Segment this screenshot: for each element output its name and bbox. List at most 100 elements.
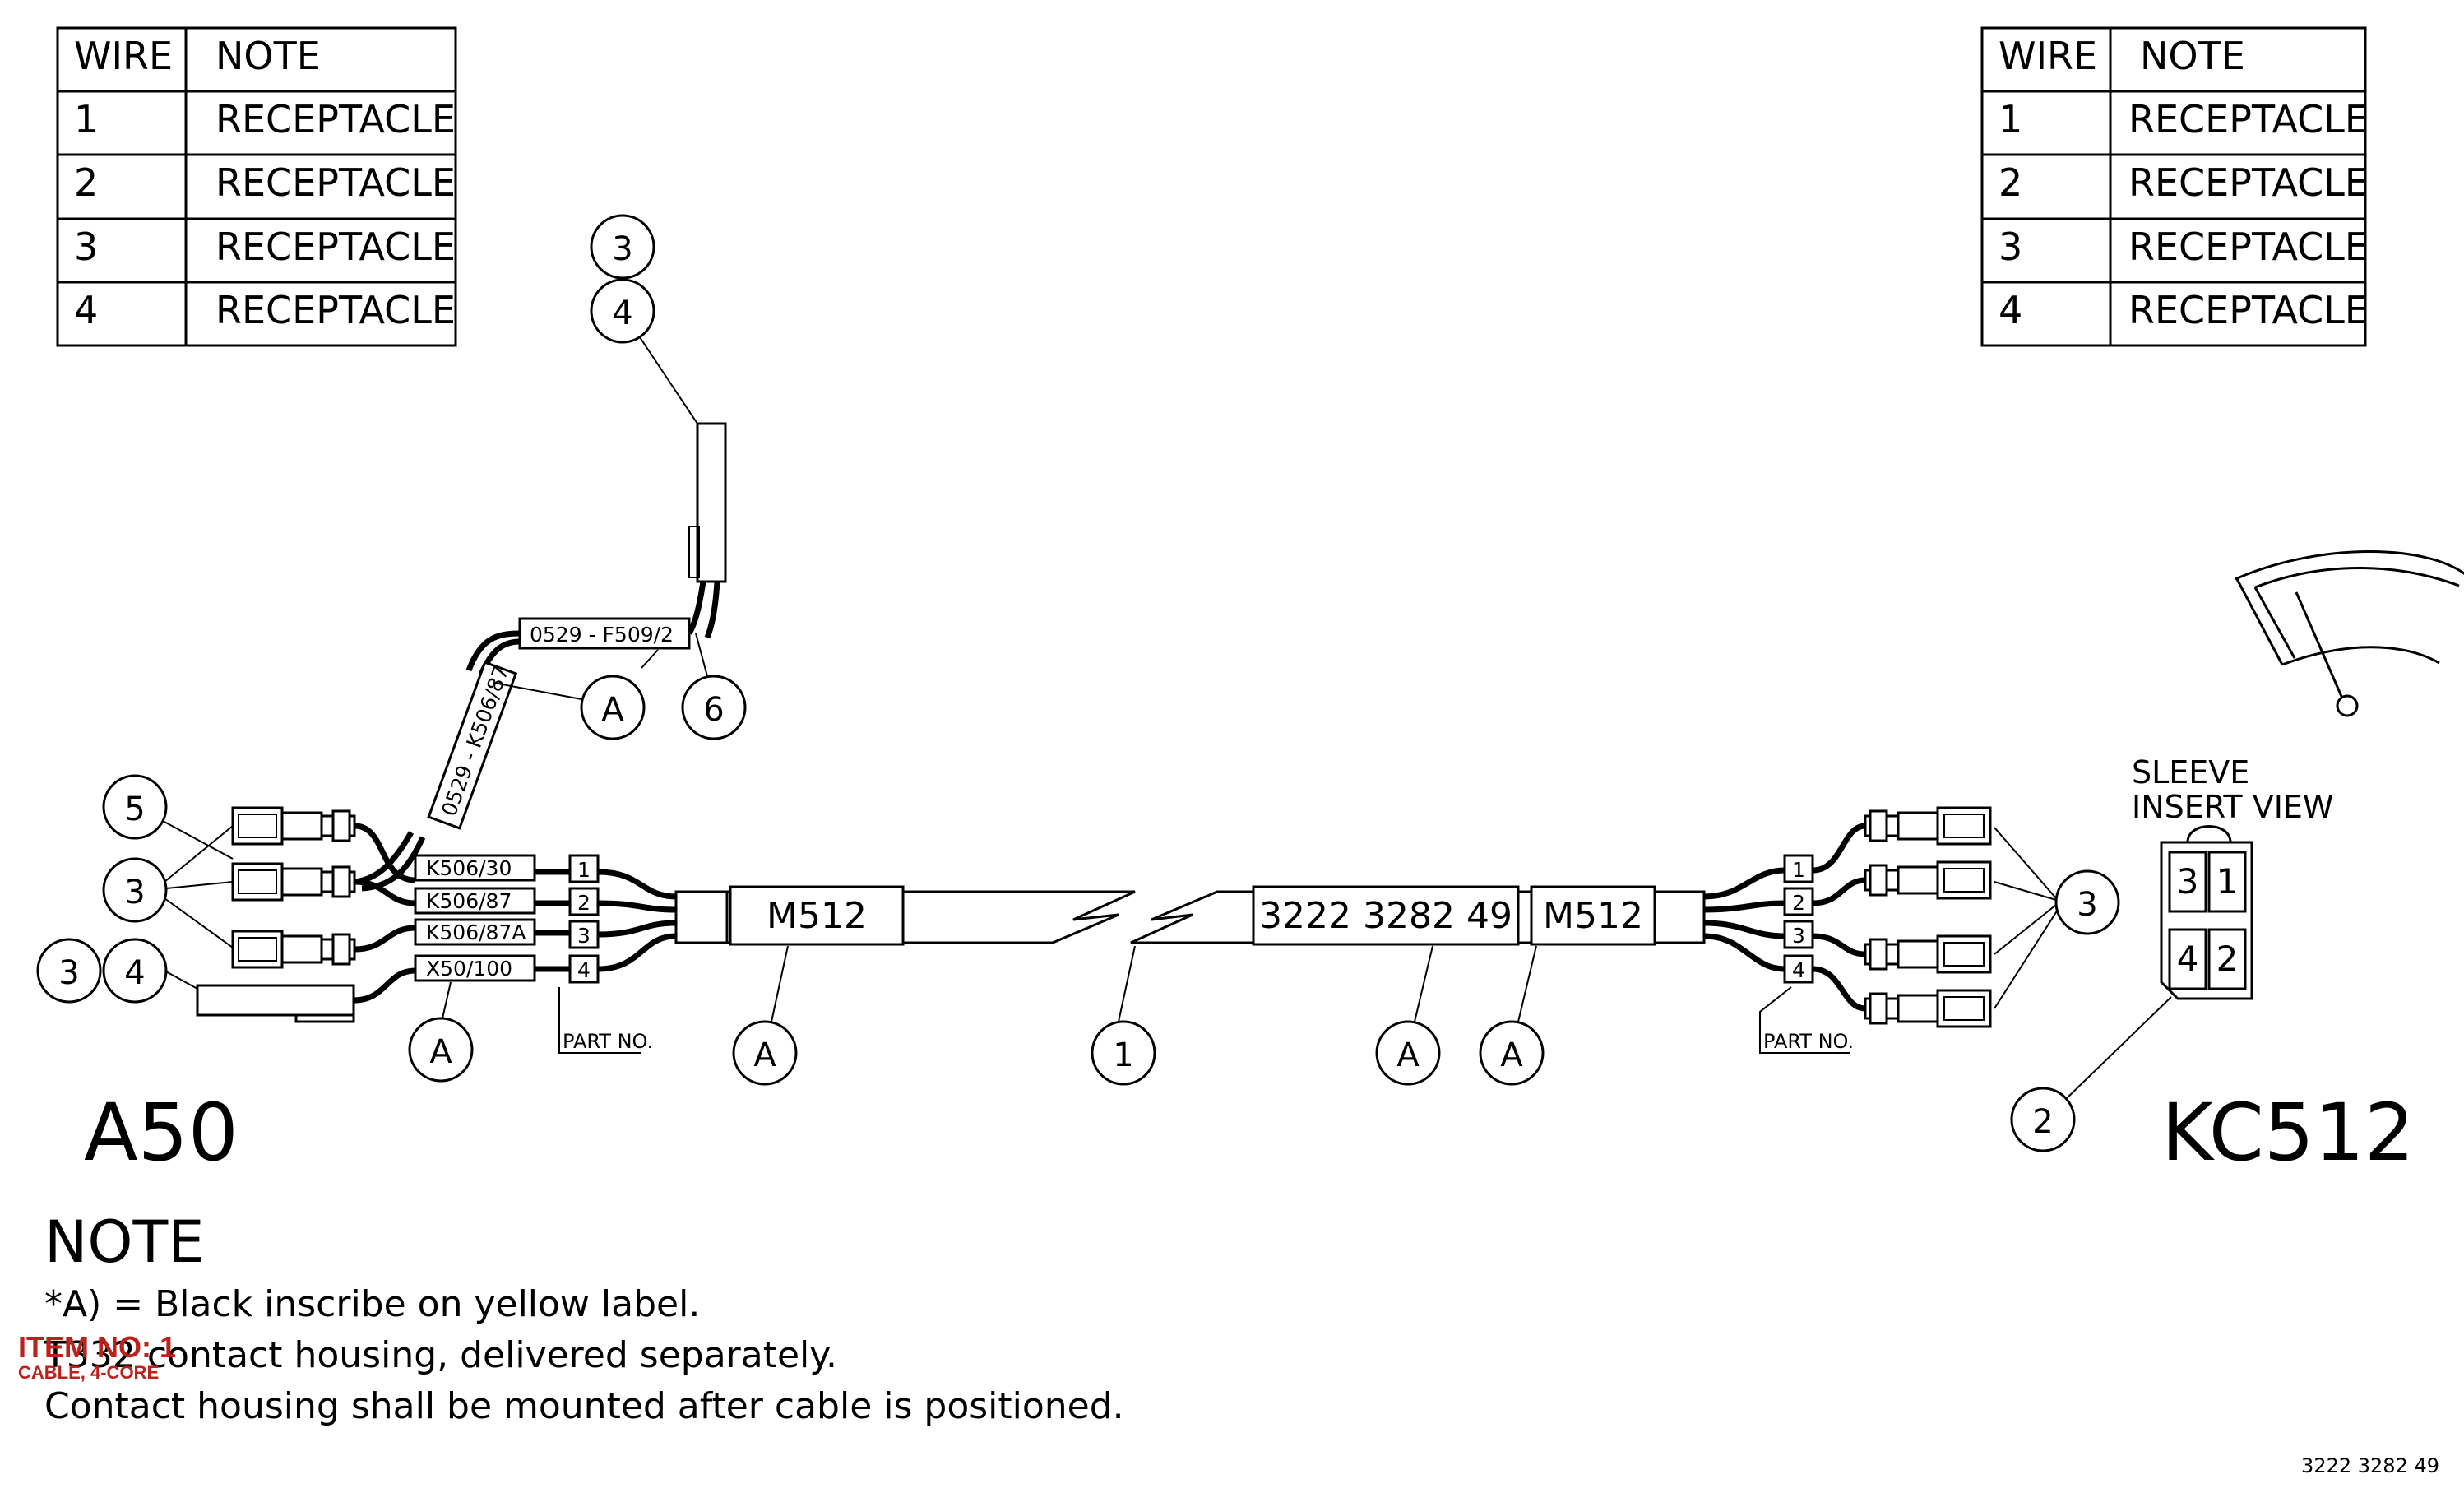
wire-number-right-2-text: 2 [1792,891,1805,915]
wire-number-right-1-text: 1 [1792,858,1805,882]
wire-table-left-wire-1: 1 [74,97,98,141]
wire-table-right-note-2: RECEPTACLE [2128,160,2369,205]
wire-number-left-1 [568,854,600,883]
balloon-right-3 [2054,869,2120,935]
wire-label-k506-87a-text: K506/87A [426,920,526,944]
wire-table-right-wire-2: 2 [1999,160,2022,205]
notes-line-3: Contact housing shall be mounted after c… [44,1385,1124,1427]
balloon-left-3b [36,938,102,1004]
wire-number-left-4-text: 4 [577,958,591,982]
receptacle-left-2 [231,862,356,902]
balloon-bottom-a2-text: A [753,1036,776,1074]
wire-table-left-note-1: RECEPTACLE [215,97,456,141]
cable-sheath-left-end [674,890,729,944]
balloon-left-3 [102,857,168,923]
wire-table-right-wire-1: 1 [1999,97,2022,141]
sleeve-cell-3-text: 3 [2177,861,2199,902]
cable-part-number-text: 3222 3282 49 [1259,895,1512,937]
balloon-top-3 [590,214,655,280]
cable-marker-left [729,885,905,946]
notes-line-1: *A) = Black inscribe on yellow label. [44,1283,700,1325]
wire-table-left: WIRE NOTE 1 RECEPTACLE 2 RECEPTACLE 3 RE… [56,26,457,347]
wire-table-right-note-1: RECEPTACLE [2128,97,2369,141]
wire-label-k506-87-text: K506/87 [426,889,512,913]
left-balloons: 5 3 3 4 [36,774,234,1004]
wire-label-x50-100-text: X50/100 [426,957,512,981]
part-no-left: PART NO. [563,1030,653,1053]
wire-table-right-note-3: RECEPTACLE [2128,225,2369,269]
wire-number-right-4-text: 4 [1792,958,1805,982]
receptacle-right-3 [1864,934,1992,974]
balloon-right-2-text: 2 [2032,1103,2053,1141]
cable-marker-left-text: M512 [767,895,867,937]
balloon-bottom-a1-text: A [429,1033,452,1071]
balloon-bottom-1-text: 1 [1113,1036,1133,1074]
wire-label-k506-87a [414,918,536,946]
part-no-right: PART NO. [1763,1030,1854,1053]
balloon-bottom-a4 [1479,1020,1545,1086]
balloon-bottom-a3 [1375,1020,1441,1086]
wire-number-left-2 [568,887,600,916]
balloon-left-5 [102,774,168,840]
wire-number-left-1-text: 1 [577,858,591,882]
balloon-left-3b-text: 3 [58,954,79,992]
wire-table-left-wire-2: 2 [74,160,98,205]
wire-label-k506-30 [414,854,536,882]
footer-drawing-number: 3222 3282 49 [2301,1454,2439,1477]
sleeve-title-line-2: INSERT VIEW [2132,789,2333,825]
wire-table-left-header-note: NOTE [215,34,321,78]
right-connectors: 1 2 3 4 [1703,806,2120,1054]
notes-block: NOTE *A) = Black inscribe on yellow labe… [44,1208,1124,1427]
sleeve-cell-1 [2207,851,2247,913]
item-stamp-line-2: CABLE, 4-CORE [18,1362,159,1383]
wiper-icon [2235,550,2464,717]
receptacle-right-4 [1864,989,1992,1028]
item-stamp-line-1: ITEM NO: 1 [18,1330,176,1364]
wire-table-right-header-note: NOTE [2140,34,2245,78]
wire-number-right-3-text: 3 [1792,924,1805,948]
wire-table-right-wire-3: 3 [1999,225,2022,269]
balloon-bottom-a1 [408,1017,474,1083]
fuse-label-text: 0529 - F509/2 [530,623,674,647]
notes-heading: NOTE [44,1208,204,1276]
balloon-bottom-a2 [732,1020,798,1086]
wire-table-right: WIRE NOTE 1 RECEPTACLE 2 RECEPTACLE 3 RE… [1980,26,2369,347]
balloon-fuse-a-text: A [601,691,624,729]
wire-table-right-wire-4: 4 [1999,288,2022,332]
balloon-left-4b-text: 4 [124,954,145,992]
fuse-holder [696,422,727,583]
bottom-balloons: A A 1 A A [408,945,1545,1086]
sleeve-cell-1-text: 1 [2216,861,2239,902]
wire-table-left-header-wire: WIRE [74,34,173,78]
wire-number-left-2-text: 2 [577,891,591,915]
receptacle-left-1 [231,806,356,846]
sleeve-cell-2 [2207,928,2247,990]
wire-table-right-header-wire: WIRE [1999,34,2097,78]
right-end-label: KC512 [2161,1087,2415,1179]
wire-table-right-note-4: RECEPTACLE [2128,288,2369,332]
receptacle-right-2 [1864,860,1992,900]
wire-table-left-wire-4: 4 [74,288,98,332]
balloon-bottom-a3-text: A [1396,1036,1420,1074]
wire-table-left-note-2: RECEPTACLE [215,160,456,205]
receptacle-right-1 [1864,806,1992,846]
balloon-right-2 [2010,1087,2076,1152]
balloon-left-3-text: 3 [124,874,145,911]
sleeve-cell-4 [2168,928,2207,990]
wire-number-left-3-text: 3 [577,924,591,948]
wire-table-left-wire-3: 3 [74,225,98,269]
balloon-top-4 [590,278,655,344]
balloon-top-4-text: 4 [612,294,632,332]
balloon-fuse-6 [681,675,747,740]
wire-table-left-note-4: RECEPTACLE [215,288,456,332]
sleeve-left [196,984,355,1017]
balloon-top-3-text: 3 [612,230,632,268]
balloon-left-5-text: 5 [124,791,145,828]
receptacle-left-3 [231,930,356,969]
wire-label-k506-30-text: K506/30 [426,856,512,880]
sleeve-insert-view: SLEEVE INSERT VIEW 3 1 4 2 2 [2010,754,2333,1152]
item-stamp: ITEM NO: 1 CABLE, 4-CORE [18,1330,176,1383]
wire-table-left-note-3: RECEPTACLE [215,225,456,269]
left-connectors: K506/30 K506/87 K506/87A X50/100 1 2 3 4… [196,806,677,1054]
